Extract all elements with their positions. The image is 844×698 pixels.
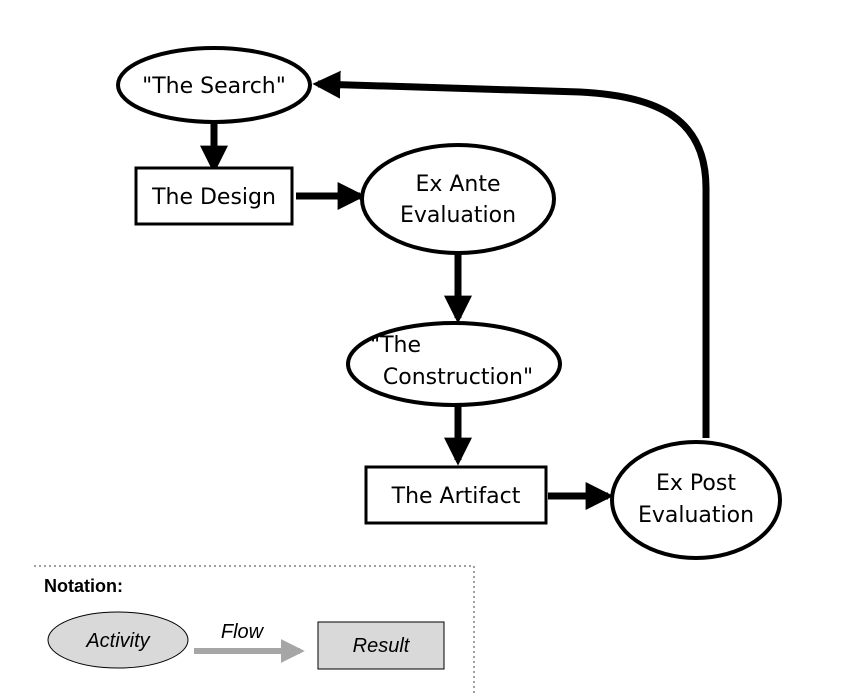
legend-border [34, 565, 475, 696]
legend-flow-label: Flow [221, 621, 265, 643]
node-the-design: The Design [134, 166, 294, 226]
node-the-search: "The Search" [116, 46, 312, 124]
node-ex-ante-label-line2: Evaluation [400, 203, 516, 228]
node-the-construction-label-line1: "The [370, 333, 421, 358]
node-the-design-label: The Design [151, 185, 276, 210]
node-ex-post-label-line2: Evaluation [638, 503, 754, 528]
node-ex-ante-evaluation: Ex Ante Evaluation [360, 143, 556, 255]
node-ex-post-label-line1: Ex Post [656, 471, 736, 496]
node-ex-ante-label-line1: Ex Ante [415, 172, 500, 197]
legend-activity: Activity [47, 611, 189, 669]
node-the-search-label: "The Search" [142, 74, 286, 99]
legend-result: Result [317, 621, 445, 670]
edge-ex-post-to-search [312, 70, 710, 438]
node-the-artifact: The Artifact [364, 465, 548, 525]
legend-title: Notation: [44, 576, 123, 596]
legend-activity-label: Activity [85, 630, 150, 652]
node-the-construction-label-line2: Construction" [383, 365, 533, 390]
legend-result-label: Result [353, 635, 411, 657]
legend: Notation: Activity Flow Result [34, 565, 475, 696]
node-the-construction: "The Construction" [346, 321, 562, 407]
node-ex-post-evaluation: Ex Post Evaluation [610, 440, 782, 560]
node-the-artifact-label: The Artifact [391, 484, 521, 509]
legend-flow: Flow [194, 621, 305, 663]
